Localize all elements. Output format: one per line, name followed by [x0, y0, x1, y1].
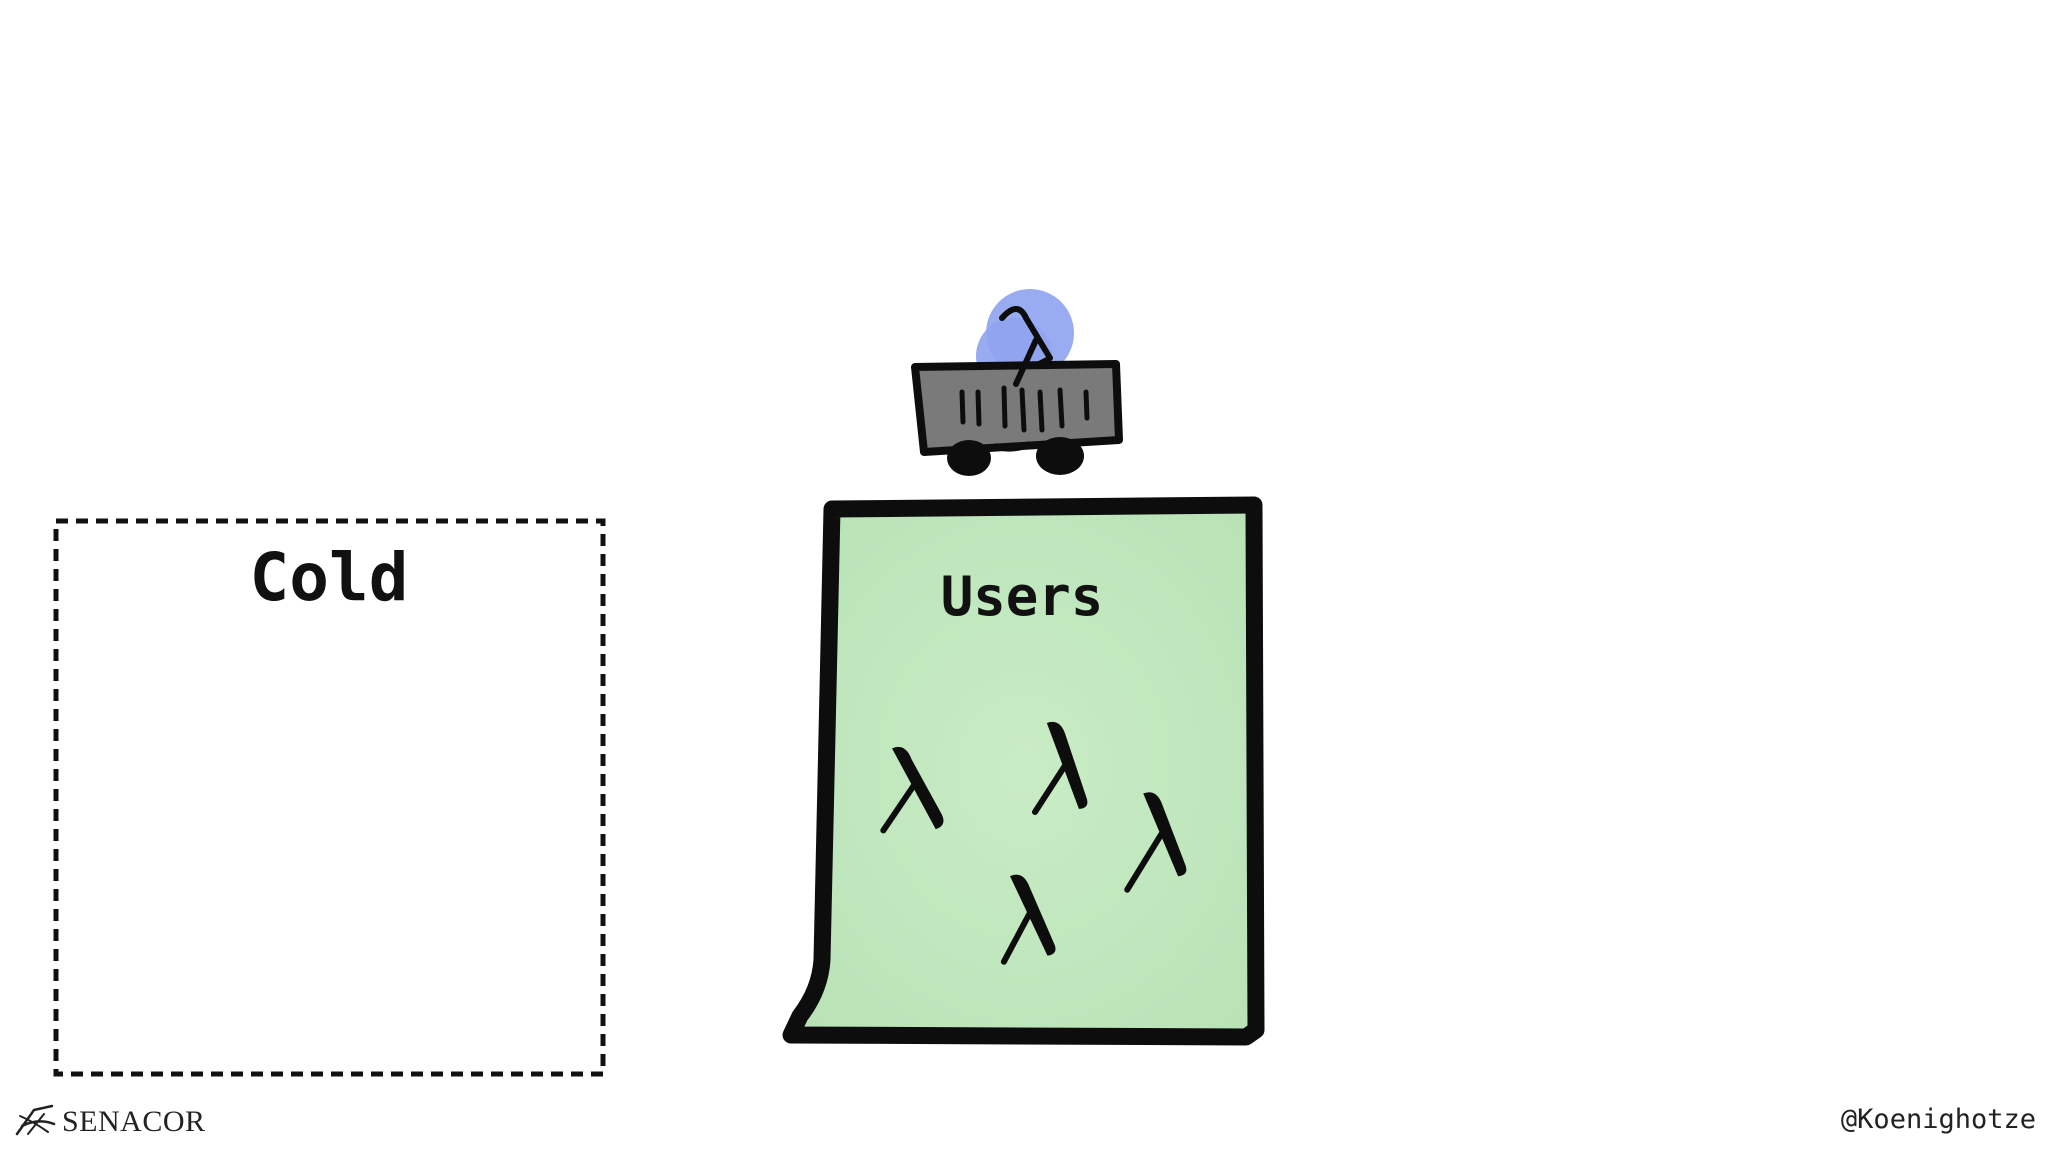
lambda-icon-4: [1000, 874, 1056, 965]
lambda-icon-3: [1124, 792, 1187, 893]
senacor-logo-icon: [15, 1104, 56, 1136]
cart-icon: [911, 289, 1123, 476]
cold-box: [53, 518, 606, 1077]
lambda-icon-1: [880, 746, 944, 834]
author-handle: @Koenighotze: [1840, 1104, 2036, 1135]
lambda-icon-2: [1032, 721, 1088, 815]
users-box: [782, 496, 1265, 1046]
brand-name: SENACOR: [62, 1105, 206, 1138]
brand-logo: SENACOR: [14, 1102, 206, 1142]
users-box-title: Users: [940, 565, 1104, 628]
cold-box-title: Cold: [249, 539, 409, 616]
lambda-icon: [999, 306, 1053, 387]
